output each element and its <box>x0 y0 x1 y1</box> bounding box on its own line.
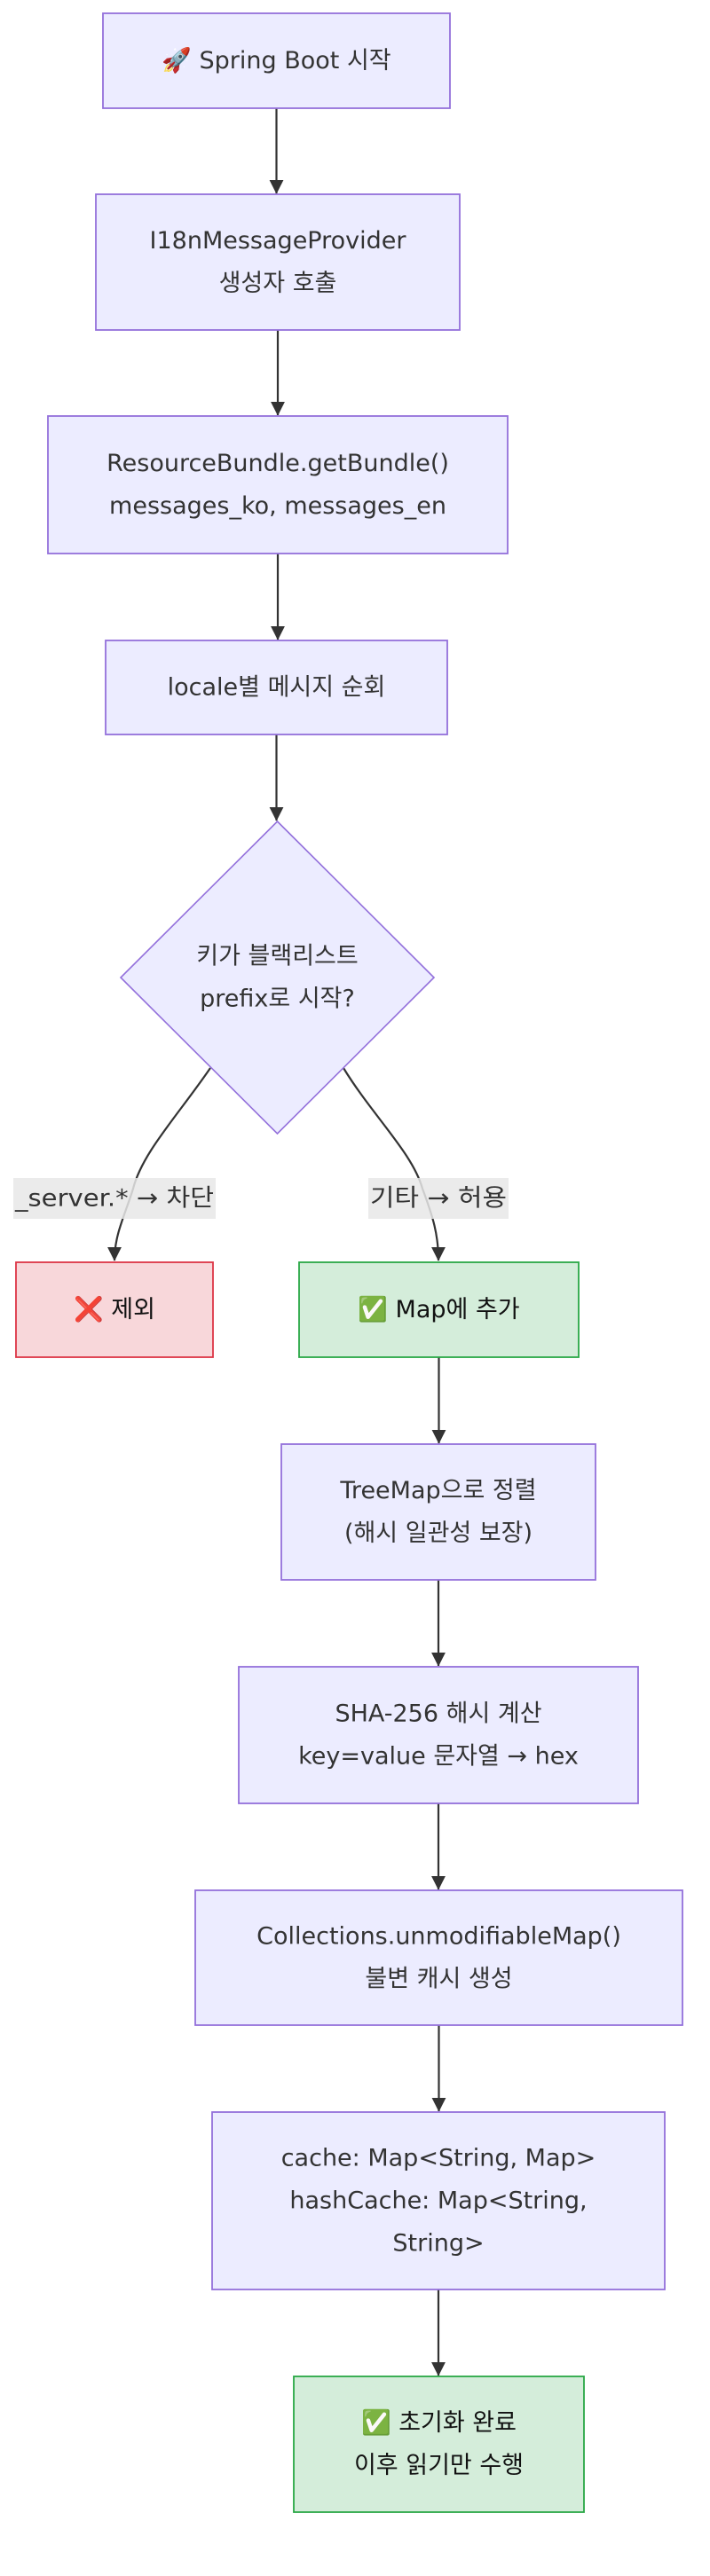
node-cache: cache: Map<String, Map> hashCache: Map<St… <box>211 2111 666 2290</box>
edge-label: 기타 → 허용 <box>368 1178 509 1219</box>
node-start: 🚀 Spring Boot 시작 <box>102 12 451 109</box>
node-label: messages_ko, messages_en <box>109 492 446 520</box>
decision-diamond <box>119 820 436 1135</box>
edge-label-text: 기타 → 허용 <box>370 1185 507 1213</box>
node-box <box>280 1443 596 1581</box>
node-label-with-check-mark-icon: ✅ 초기화 완료 <box>361 2408 517 2437</box>
node-label: TreeMap으로 정렬 <box>339 1477 536 1504</box>
edge-arrow <box>343 1067 446 1261</box>
node-label: 이후 읽기만 수행 <box>354 2452 524 2479</box>
node-exclude: ❌ 제외 <box>15 1261 214 1358</box>
node-label: Collections.unmodifiableMap() <box>256 1923 621 1951</box>
node-box <box>293 2376 585 2513</box>
node-add: ✅ Map에 추가 <box>298 1261 580 1358</box>
node-label: 불변 캐시 생성 <box>365 1966 512 1993</box>
node-loop: locale별 메시지 순회 <box>105 640 448 735</box>
node-bundle: ResourceBundle.getBundle() messages_ko, m… <box>47 415 509 554</box>
node-box <box>102 12 451 109</box>
node-ctor: I18nMessageProvider 생성자 호출 <box>95 193 461 331</box>
node-box <box>194 1889 683 2026</box>
node-label: locale별 메시지 순회 <box>168 674 386 702</box>
node-box <box>105 640 448 735</box>
node-box <box>47 415 509 554</box>
node-label: key=value 문자열 → hex <box>298 1743 579 1771</box>
node-check: 키가 블랙리스트 prefix로 시작? <box>119 820 436 1135</box>
nodes-layer: 🚀 Spring Boot 시작 I18nMessageProvider 생성자 호… <box>15 12 683 2513</box>
node-label: ResourceBundle.getBundle() <box>106 450 449 477</box>
node-label: 키가 블랙리스트 <box>196 943 358 970</box>
edge-labels-layer: _server.* → 차단 기타 → 허용 <box>13 1178 509 1219</box>
node-label-with-check-mark-icon: ✅ Map에 추가 <box>358 1295 519 1323</box>
node-label-with-rocket-icon: 🚀 Spring Boot 시작 <box>162 46 390 75</box>
node-label: prefix로 시작? <box>200 986 355 1013</box>
edge-label-background <box>368 1178 509 1219</box>
edge-label-background <box>13 1178 216 1219</box>
edge-label-text: _server.* → 차단 <box>14 1185 214 1213</box>
node-box <box>238 1666 639 1804</box>
node-box <box>211 2111 666 2290</box>
edge-check-to-add <box>343 1067 446 1261</box>
node-label-with-cross-mark-icon: ❌ 제외 <box>74 1295 155 1323</box>
edge-arrow <box>107 1067 211 1261</box>
node-label: (해시 일관성 보장) <box>344 1520 532 1547</box>
node-label: SHA-256 해시 계산 <box>335 1700 541 1728</box>
node-box <box>15 1261 214 1358</box>
edge-check-to-exclude <box>107 1067 211 1261</box>
node-immutable: Collections.unmodifiableMap() 불변 캐시 생성 <box>194 1889 683 2026</box>
node-box <box>95 193 461 331</box>
node-label: I18nMessageProvider <box>150 227 407 255</box>
node-box <box>298 1261 580 1358</box>
node-label: cache: Map<String, Map> <box>281 2145 596 2172</box>
node-label: String> <box>392 2230 484 2258</box>
node-sort: TreeMap으로 정렬 (해시 일관성 보장) <box>280 1443 596 1581</box>
node-label: hashCache: Map<String, <box>289 2187 587 2215</box>
edge-label: _server.* → 차단 <box>13 1178 216 1219</box>
node-label: 생성자 호출 <box>219 270 337 297</box>
node-hash: SHA-256 해시 계산 key=value 문자열 → hex <box>238 1666 639 1804</box>
